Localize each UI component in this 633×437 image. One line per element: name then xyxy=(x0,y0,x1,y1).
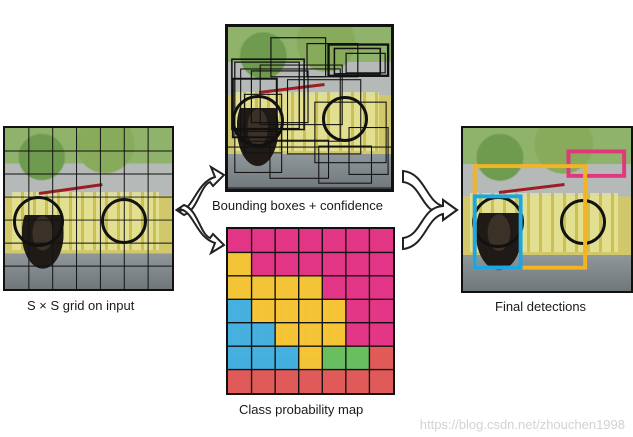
final-label: Final detections xyxy=(495,299,586,314)
split-arrows xyxy=(176,155,224,265)
bike-wheel-top-right xyxy=(322,96,368,142)
boxes-label: Bounding boxes + confidence xyxy=(212,198,383,213)
lower-split-arrow xyxy=(178,205,224,253)
input-label: S × S grid on input xyxy=(27,298,134,313)
bike-wheel-final-right xyxy=(560,199,606,245)
merge-arrows xyxy=(401,155,459,265)
final-detections-panel xyxy=(461,126,633,293)
bounding-boxes-panel xyxy=(225,24,394,192)
probability-panel xyxy=(226,227,395,395)
probability-photo-base xyxy=(228,229,393,393)
input-image-panel xyxy=(3,126,174,291)
bike-wheel-top-left xyxy=(232,95,284,147)
probability-label: Class probability map xyxy=(239,402,363,417)
bike-wheel-left xyxy=(13,196,64,247)
bike-wheel-right xyxy=(101,198,147,244)
watermark: https://blog.csdn.net/zhouchen1998 xyxy=(420,417,625,432)
bike-wheel-final-left xyxy=(472,196,524,248)
